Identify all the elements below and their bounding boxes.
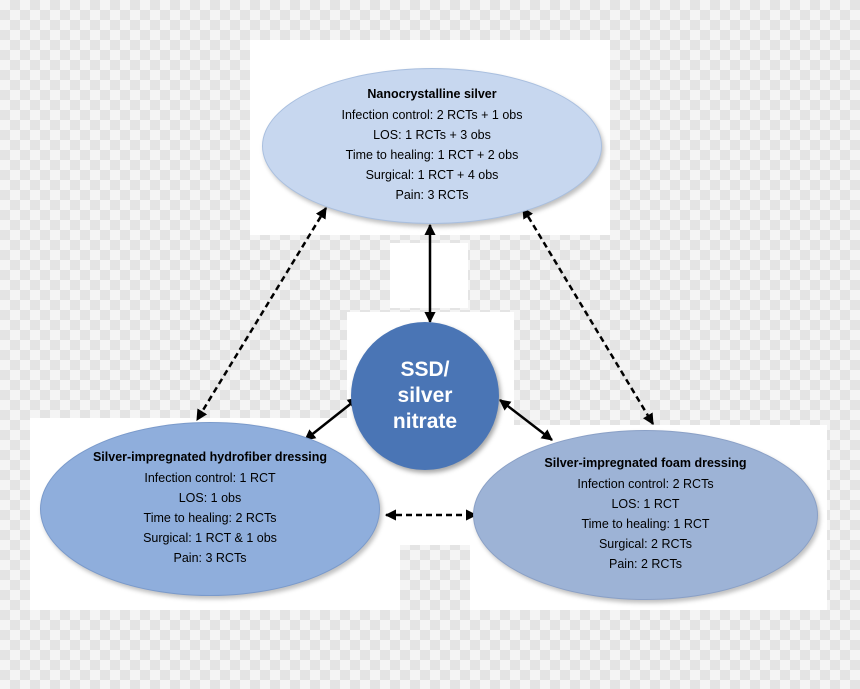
node-line: Infection control: 2 RCTs + 1 obs	[341, 108, 523, 122]
arrow-top-right	[521, 207, 655, 425]
node-line: Infection control: 2 RCTs	[577, 477, 714, 491]
node-line: nitrate	[392, 410, 458, 433]
node-line: Time to healing: 2 RCTs	[143, 511, 277, 525]
node-title: Nanocrystalline silver	[367, 87, 497, 101]
arrow-right-center	[499, 399, 553, 441]
node-line: Surgical: 2 RCTs	[598, 537, 693, 551]
node-line: Pain: 3 RCTs	[395, 188, 469, 202]
node-ssd-silver-nitrate: SSD/ silver nitrate	[351, 322, 499, 470]
node-line: Infection control: 1 RCT	[144, 471, 276, 485]
arrow-top-left	[195, 207, 328, 421]
node-line: SSD/	[400, 358, 450, 381]
panel-bottom-middle	[395, 470, 475, 545]
node-line: LOS: 1 RCT	[611, 497, 680, 511]
node-title: Silver-impregnated hydrofiber dressing	[92, 450, 328, 464]
node-line: LOS: 1 RCTs + 3 obs	[373, 128, 491, 142]
node-line: LOS: 1 obs	[178, 491, 242, 505]
node-line: Pain: 3 RCTs	[173, 551, 247, 565]
node-line: Time to healing: 1 RCT + 2 obs	[345, 148, 519, 162]
arrow-left-center	[304, 397, 359, 441]
node-nanocrystalline-silver: Nanocrystalline silver Infection control…	[262, 68, 602, 224]
node-line: silver	[397, 384, 453, 407]
node-line: Surgical: 1 RCT + 4 obs	[365, 168, 499, 182]
node-hydrofiber-dressing: Silver-impregnated hydrofiber dressing I…	[40, 422, 380, 596]
node-foam-dressing: Silver-impregnated foam dressing Infecti…	[473, 430, 818, 600]
node-title: Silver-impregnated foam dressing	[544, 456, 747, 470]
node-line: Time to healing: 1 RCT	[581, 517, 710, 531]
node-line: Pain: 2 RCTs	[609, 557, 682, 571]
node-line: Surgical: 1 RCT & 1 obs	[143, 531, 277, 545]
